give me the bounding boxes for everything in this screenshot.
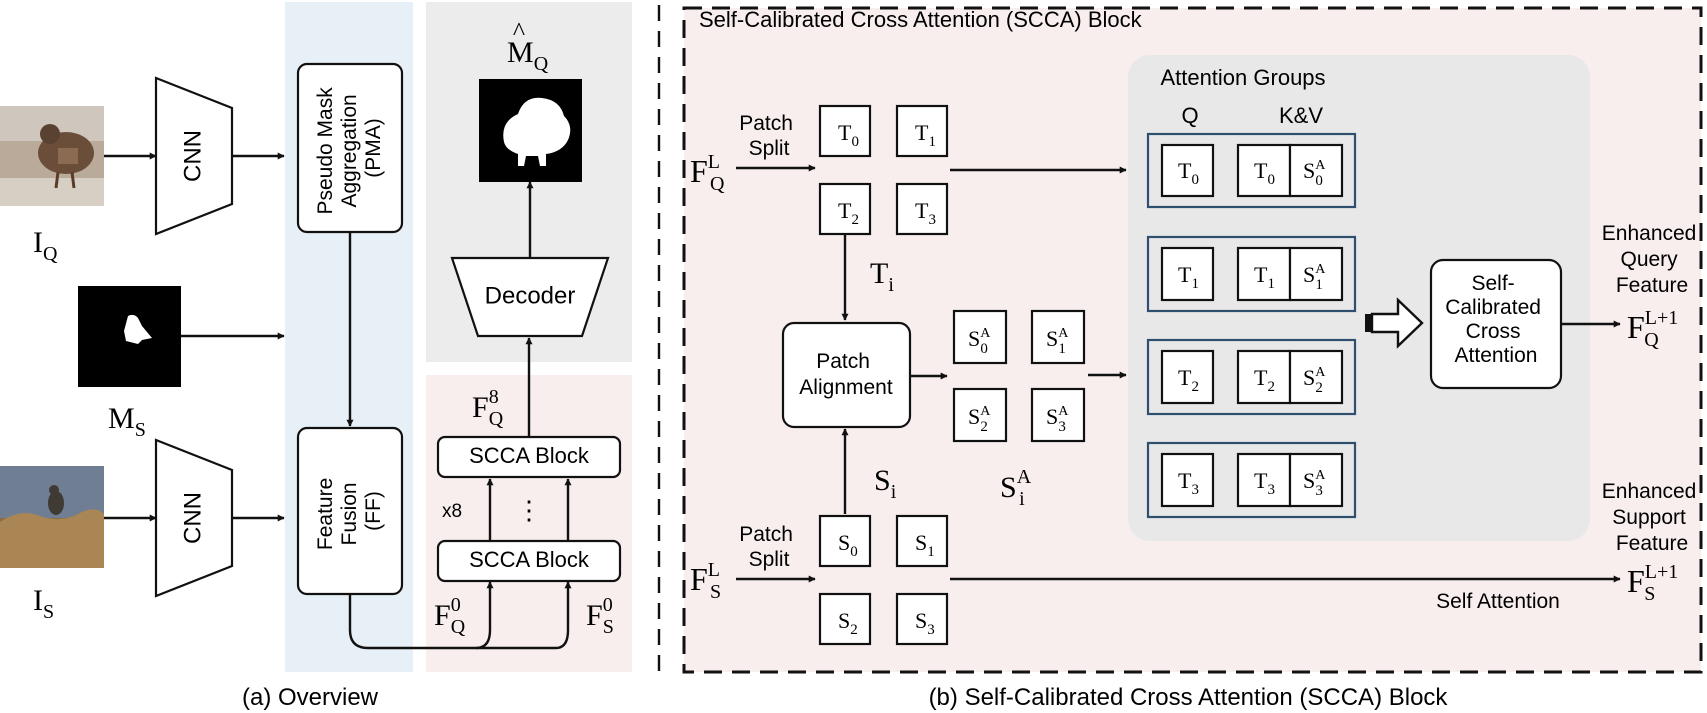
patch-t0 — [818, 104, 872, 158]
panel-a-overview: IQ MS IS CNN CNN — [0, 2, 632, 711]
svg-text:T0: T0 — [1254, 158, 1275, 188]
patch-s0-label: S0 — [838, 530, 858, 560]
attention-groups-title: Attention Groups — [1160, 65, 1325, 90]
patch-s0a — [952, 309, 1008, 365]
svg-text:SA1: SA1 — [1303, 262, 1326, 293]
enhanced-query-label: Enhanced Query Feature — [1602, 222, 1702, 297]
output-mask-image — [479, 79, 582, 182]
cnn-support-label: CNN — [179, 492, 206, 544]
self-attention-label: Self Attention — [1436, 590, 1560, 613]
svg-text:T1: T1 — [1178, 262, 1199, 292]
stack-ellipsis: ⋮ — [516, 495, 542, 525]
patch-t0-label: T0 — [838, 120, 859, 150]
patch-s1-label: S1 — [915, 530, 935, 560]
svg-text:SA2: SA2 — [1303, 365, 1326, 396]
query-image — [0, 106, 104, 206]
pma-label: Pseudo Mask Aggregation (PMA) — [314, 81, 385, 214]
panel-b-scca: Self-Calibrated Cross Attention (SCCA) B… — [682, 6, 1703, 711]
patch-s3 — [895, 592, 949, 646]
support-mask-image — [78, 286, 181, 387]
svg-text:SA3: SA3 — [1303, 468, 1326, 499]
patch-t2-label: T2 — [838, 198, 859, 228]
output-mask-hat: ^ — [513, 17, 525, 46]
patch-s0 — [818, 514, 872, 568]
patch-s1a — [1030, 309, 1086, 365]
patch-t3-label: T3 — [915, 198, 936, 228]
patch-split-support-label: Patch Split — [739, 523, 799, 571]
scca-box-label: Self- Calibrated Cross Attention — [1445, 272, 1547, 367]
output-mask-label: MQ — [507, 36, 549, 75]
svg-text:T1: T1 — [1254, 262, 1275, 292]
patch-alignment-box — [781, 321, 912, 429]
patch-t1-label: T1 — [915, 120, 936, 150]
patch-s2a — [952, 387, 1008, 443]
patch-s2-label: S2 — [838, 608, 858, 638]
ff-label: Feature Fusion (FF) — [314, 472, 385, 550]
patch-s1 — [895, 514, 949, 568]
patch-t1 — [895, 104, 949, 158]
cnn-encoder-query — [154, 76, 234, 236]
query-image-label: IQ — [33, 226, 58, 265]
support-mask-label: MS — [108, 402, 146, 441]
scca-block-top-label: SCCA Block — [469, 443, 590, 468]
svg-text:SA0: SA0 — [1303, 158, 1326, 189]
panel-b-title: Self-Calibrated Cross Attention (SCCA) B… — [699, 7, 1143, 32]
cnn-encoder-support — [154, 438, 234, 598]
panel-a-caption: (a) Overview — [242, 684, 379, 711]
patch-s3a — [1030, 387, 1086, 443]
scca-block-bottom-label: SCCA Block — [469, 547, 590, 572]
patch-t3 — [895, 182, 949, 236]
decoder-box — [450, 256, 610, 338]
scca-block-bottom — [436, 539, 622, 583]
hollow-arrow-icon — [1365, 297, 1424, 349]
ti-label: Ti — [870, 257, 894, 296]
svg-text:T2: T2 — [1254, 365, 1275, 395]
enhanced-support-label: Enhanced Support Feature — [1602, 480, 1702, 555]
support-image — [0, 466, 104, 568]
repeat-label: x8 — [442, 501, 462, 522]
svg-text:T3: T3 — [1178, 468, 1199, 498]
support-image-label: IS — [33, 584, 54, 623]
svg-text:T2: T2 — [1178, 365, 1199, 395]
patch-s3-label: S3 — [915, 608, 935, 638]
panel-b-caption: (b) Self-Calibrated Cross Attention (SCC… — [929, 684, 1449, 711]
svg-text:T3: T3 — [1254, 468, 1275, 498]
kv-header: K&V — [1279, 103, 1323, 128]
patch-s2 — [818, 592, 872, 646]
svg-text:T0: T0 — [1178, 158, 1199, 188]
si-label: Si — [874, 464, 897, 503]
decoder-label: Decoder — [485, 282, 576, 309]
cnn-query-label: CNN — [179, 130, 206, 182]
patch-split-query-label: Patch Split — [739, 112, 799, 160]
patch-alignment-label: Patch Alignment — [799, 350, 893, 399]
q-header: Q — [1181, 103, 1198, 128]
